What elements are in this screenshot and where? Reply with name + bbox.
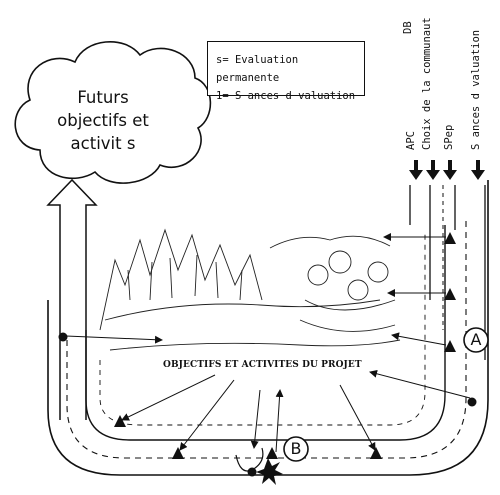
cycle-dashed-line <box>66 220 467 459</box>
input-arrows <box>409 160 485 180</box>
label-spep: SPep <box>443 124 455 150</box>
cycle-inner-line <box>85 225 446 441</box>
legend-line-2: 1= S ances d valuation <box>216 90 356 102</box>
legend-line-1: s= Evaluation permanente <box>216 54 299 84</box>
center-title: OBJECTIFS ET ACTIVITES DU PROJET <box>163 360 362 370</box>
cloud-text: Futurs objectifs et activit s <box>38 86 168 155</box>
flow-arrows <box>65 233 471 453</box>
marker-a-label: A <box>470 330 482 349</box>
b-squiggle <box>235 447 264 472</box>
cycle-markers <box>58 232 477 477</box>
cloud-shape <box>14 41 212 184</box>
label-apc: APC <box>405 131 417 150</box>
input-channel-lines <box>409 185 486 360</box>
star-burst <box>256 458 283 485</box>
label-seances: S ances d valuation <box>470 29 482 150</box>
label-db: DB <box>402 21 414 34</box>
cloud-line-3: activit s <box>70 134 136 153</box>
marker-b-circle <box>283 436 309 462</box>
cloud-line-1: Futurs <box>77 88 129 107</box>
upward-arrow <box>46 178 98 420</box>
landscape-illustration <box>99 228 401 351</box>
cycle-outer-line <box>47 180 489 476</box>
label-choix: Choix de la communaut <box>421 17 433 150</box>
cycle-inner-dashed-line <box>99 230 426 426</box>
marker-a-circle <box>463 327 489 353</box>
legend-box: s= Evaluation permanente 1= S ances d va… <box>207 41 365 102</box>
marker-b-label: B <box>290 439 302 458</box>
cloud-line-2: objectifs et <box>57 111 149 130</box>
